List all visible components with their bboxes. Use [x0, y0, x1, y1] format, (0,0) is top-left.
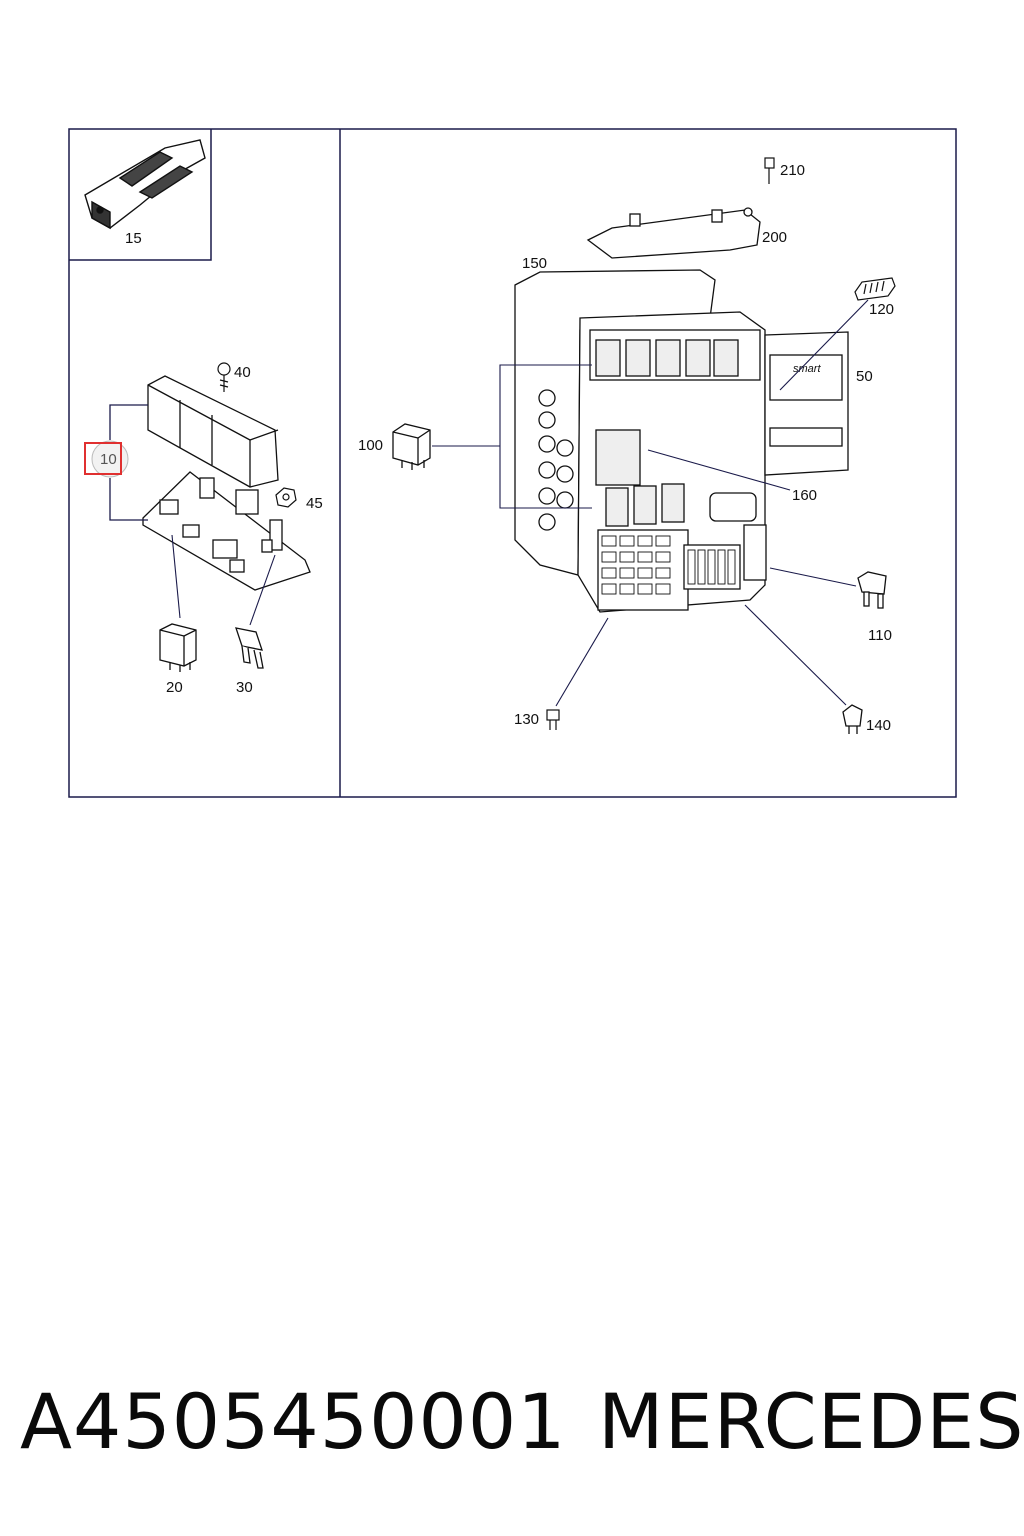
- fuse-part-130: [546, 709, 560, 730]
- fuse-box-cover-part-10: [147, 375, 279, 488]
- fuse-box-body-part-150: [514, 269, 767, 613]
- cover-strip-part-200: [586, 207, 761, 259]
- leader-130: [555, 617, 609, 707]
- leader-160: [647, 449, 791, 491]
- callout-120: 120: [869, 301, 894, 318]
- fuse-grid: [601, 535, 736, 595]
- parts-diagram: 15 40 45 10: [68, 128, 957, 798]
- relay-part-20: [159, 623, 197, 672]
- bolt-part-210: [764, 157, 775, 184]
- callout-10: 10: [100, 451, 117, 468]
- callout-110: 110: [868, 627, 892, 644]
- fuse-part-110: [857, 571, 887, 609]
- callout-20: 20: [166, 679, 183, 696]
- connector-clip-part-15: [84, 139, 206, 230]
- screw-part-40: [217, 362, 231, 392]
- brand-name: MERCEDES: [598, 1377, 1024, 1466]
- callout-140: 140: [866, 717, 891, 734]
- callout-50: 50: [856, 368, 873, 385]
- callout-30: 30: [236, 679, 253, 696]
- diagram-frame: [68, 128, 957, 798]
- callout-160: 160: [792, 487, 817, 504]
- highlight-box-10: [84, 442, 122, 475]
- callout-130: 130: [514, 711, 539, 728]
- nut-part-45: [275, 487, 297, 508]
- leader-120: [779, 299, 869, 391]
- smart-module-part-50: [764, 331, 849, 476]
- fuse-box-base-part-10: [142, 471, 311, 591]
- fuse-part-30: [235, 627, 264, 669]
- fuse-part-140: [842, 704, 863, 734]
- bracket-10: [109, 404, 148, 521]
- leader-140: [744, 604, 847, 706]
- callout-150: 150: [522, 255, 547, 272]
- callout-15: 15: [125, 230, 142, 247]
- callout-200: 200: [762, 229, 787, 246]
- callout-100: 100: [358, 437, 383, 454]
- clip-part-120: [854, 277, 896, 301]
- leader-110: [769, 567, 857, 587]
- callout-40: 40: [234, 364, 251, 381]
- callout-45: 45: [306, 495, 323, 512]
- callout-210: 210: [780, 162, 805, 179]
- leader-lines-left: [171, 534, 276, 626]
- bracket-100: [432, 364, 592, 509]
- callout-circle-10: [91, 440, 129, 478]
- smart-logo-text: smart: [793, 363, 821, 375]
- part-number: A4505450001: [20, 1377, 567, 1466]
- relay-part-100: [392, 423, 431, 470]
- product-caption: A4505450001 MERCEDES: [20, 1372, 1023, 1472]
